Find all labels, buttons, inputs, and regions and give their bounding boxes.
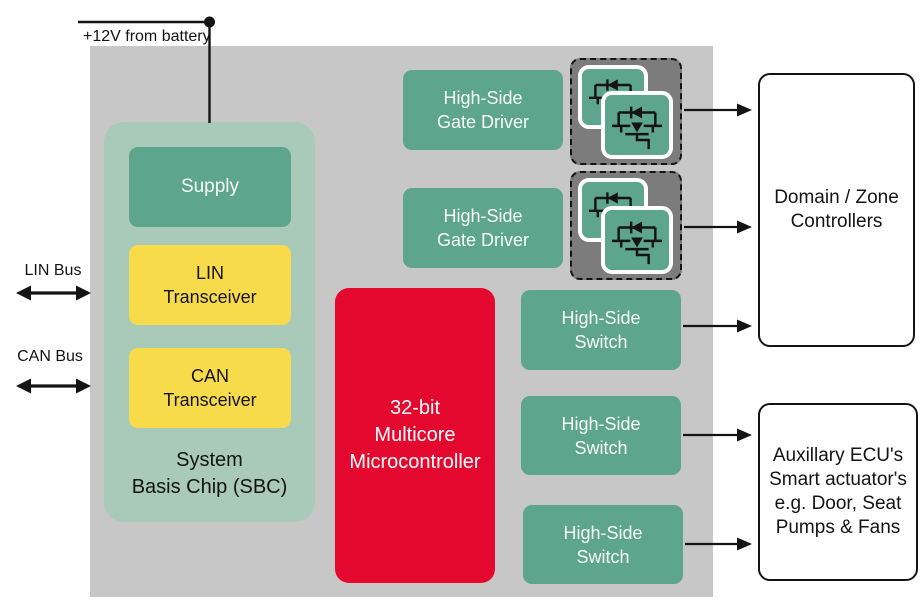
mosfet-cluster-2 <box>570 171 682 280</box>
gate-driver-block-2: High-Side Gate Driver <box>403 188 563 268</box>
lin-transceiver-block: LIN Transceiver <box>129 245 291 325</box>
mosfet-icon <box>610 105 664 150</box>
high-side-switch-block-2: High-Side Switch <box>521 396 681 475</box>
can-bus-label: CAN Bus <box>17 348 83 365</box>
domain-zone-controllers-box: Domain / Zone Controllers <box>758 73 915 347</box>
high-side-switch-block-1: High-Side Switch <box>521 290 681 370</box>
mosfet-cluster-1 <box>570 58 682 165</box>
gate-driver-block-1: High-Side Gate Driver <box>403 70 563 150</box>
lin-bus-double-arrow-icon <box>16 285 91 301</box>
battery-label: +12V from battery <box>83 28 211 45</box>
junction-dot-icon <box>204 16 215 28</box>
sbc-label: System Basis Chip (SBC) <box>131 449 288 498</box>
mcu-block: 32-bit Multicore Microcontroller <box>335 288 495 583</box>
mosfet-chip <box>601 206 673 274</box>
auxiliary-ecu-box: Auxillary ECU's Smart actuator's e.g. Do… <box>758 403 918 581</box>
can-transceiver-block: CAN Transceiver <box>129 348 291 428</box>
high-side-switch-block-3: High-Side Switch <box>523 505 683 584</box>
mosfet-icon <box>610 220 664 265</box>
lin-bus-label: LIN Bus <box>24 262 82 279</box>
supply-block: Supply <box>129 147 291 227</box>
can-bus-double-arrow-icon <box>16 378 91 394</box>
mosfet-chip <box>601 91 673 159</box>
